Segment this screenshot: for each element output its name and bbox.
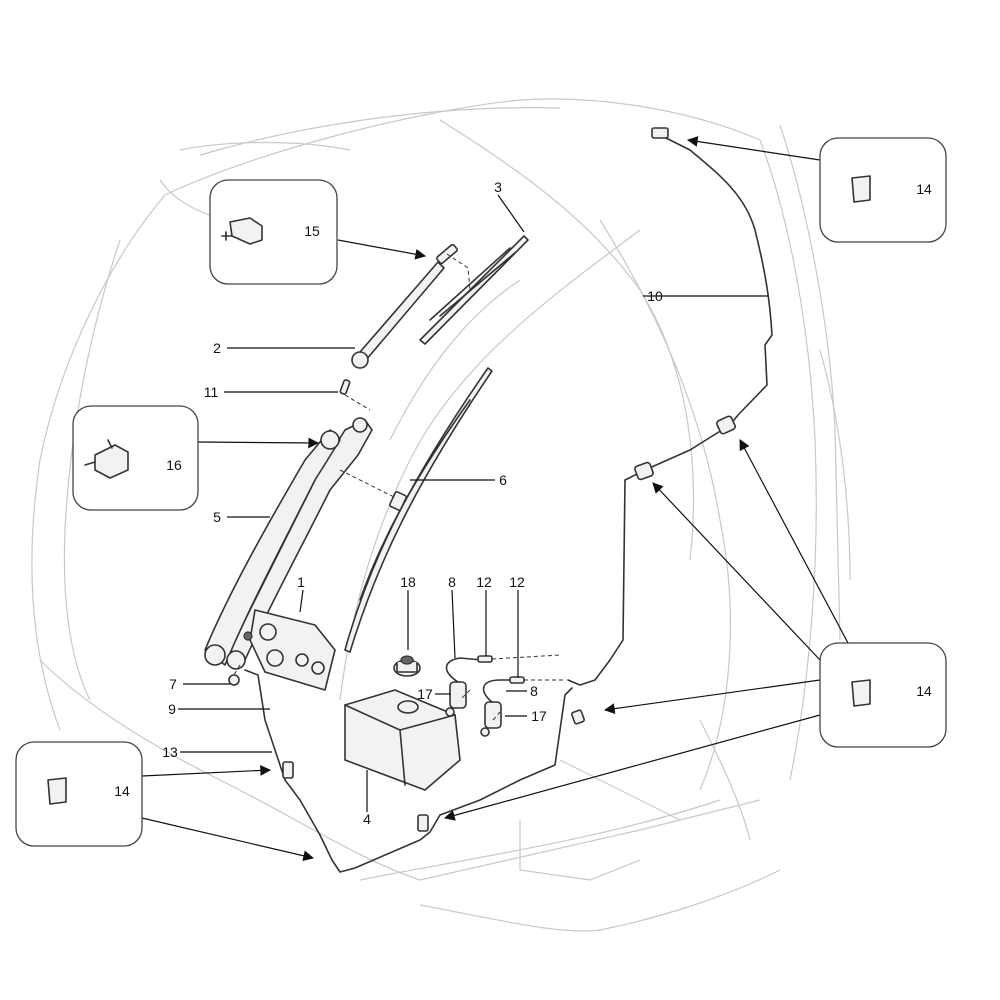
inset-box-16 bbox=[72, 405, 199, 511]
callout-2: 2 bbox=[213, 340, 221, 356]
washer-pump-17b bbox=[480, 701, 502, 737]
wiper-blade-6 bbox=[344, 367, 493, 653]
callout-13: 13 bbox=[162, 744, 178, 760]
clip-icon bbox=[851, 679, 871, 707]
clip-loose bbox=[571, 709, 585, 725]
callout-17a: 17 bbox=[417, 686, 433, 702]
inset-box-14-left bbox=[15, 741, 143, 847]
hose-9-13 bbox=[244, 669, 573, 873]
connector-12a bbox=[477, 655, 493, 663]
callout-15: 15 bbox=[304, 223, 320, 239]
leader-lines bbox=[72, 188, 912, 812]
arm-pivot bbox=[351, 351, 369, 369]
inset-box-14-top bbox=[819, 137, 947, 243]
callout-8a: 8 bbox=[448, 574, 456, 590]
callout-12a: 12 bbox=[476, 574, 492, 590]
callout-16: 16 bbox=[166, 457, 182, 473]
callout-5: 5 bbox=[213, 509, 221, 525]
cab-outline-ghost bbox=[31, 98, 851, 932]
washer-reservoir-4 bbox=[344, 689, 461, 791]
washer-pump-17a bbox=[445, 681, 467, 717]
callout-14-right: 14 bbox=[916, 683, 932, 699]
hose-clip-lower bbox=[634, 461, 654, 481]
callout-12b: 12 bbox=[509, 574, 525, 590]
inset-box-14-right bbox=[819, 642, 947, 748]
callout-18: 18 bbox=[400, 574, 416, 590]
callout-3: 3 bbox=[494, 179, 502, 195]
clip-icon bbox=[851, 175, 871, 203]
wiper-blade-3 bbox=[419, 235, 529, 345]
callout-14-left: 14 bbox=[114, 783, 130, 799]
hose-connector-upper bbox=[651, 127, 669, 139]
callout-1: 1 bbox=[297, 574, 305, 590]
callout-14-top: 14 bbox=[916, 181, 932, 197]
clip-icon bbox=[47, 777, 67, 805]
callout-17b: 17 bbox=[531, 708, 547, 724]
callout-labels: 1 2 3 4 5 6 7 8 8 9 10 11 12 12 13 14 14… bbox=[114, 179, 932, 827]
pin-11 bbox=[339, 379, 351, 395]
inset-box-15 bbox=[209, 179, 338, 285]
connector-12b bbox=[509, 676, 525, 684]
callout-6: 6 bbox=[499, 472, 507, 488]
callout-9: 9 bbox=[168, 701, 176, 717]
washer-hose-10 bbox=[567, 134, 773, 686]
nozzle-7 bbox=[228, 674, 240, 686]
callout-11: 11 bbox=[204, 384, 219, 400]
callout-7: 7 bbox=[169, 676, 177, 692]
check-valve-icon bbox=[94, 444, 129, 479]
reservoir-cap-18 bbox=[393, 655, 421, 677]
callout-4: 4 bbox=[363, 811, 371, 827]
callout-arrows bbox=[141, 136, 849, 862]
hose-clip-upper bbox=[715, 415, 737, 435]
wiper-arm-2 bbox=[359, 261, 445, 361]
callout-10: 10 bbox=[647, 288, 663, 304]
callout-8b: 8 bbox=[530, 683, 538, 699]
wiper-motor-1 bbox=[243, 609, 336, 691]
